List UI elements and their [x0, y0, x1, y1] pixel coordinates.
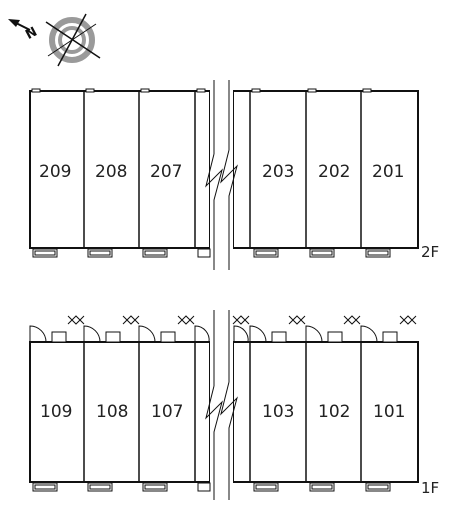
room-label-2f-3: 207 — [150, 162, 182, 182]
floor-label-2f: 2F — [421, 243, 439, 261]
floor-label-1f: 1F — [421, 479, 439, 497]
room-label-1f-6: 101 — [373, 402, 405, 422]
room-label-2f-1: 209 — [39, 162, 71, 182]
room-label-1f-3: 107 — [151, 402, 183, 422]
room-label-2f-5: 202 — [318, 162, 350, 182]
room-label-1f-2: 108 — [96, 402, 128, 422]
floor-1f: 109 108 107 103 102 101 1F — [29, 310, 439, 500]
room-label-1f-5: 102 — [318, 402, 350, 422]
room-label-2f-2: 208 — [95, 162, 127, 182]
room-label-1f-4: 103 — [262, 402, 294, 422]
room-label-2f-6: 201 — [372, 162, 404, 182]
room-label-1f-1: 109 — [40, 402, 72, 422]
compass-north-label: N — [23, 25, 40, 43]
floor-2f: 209 208 207 203 202 201 2F — [29, 80, 439, 270]
compass-icon: N — [8, 13, 101, 67]
room-label-2f-4: 203 — [262, 162, 294, 182]
